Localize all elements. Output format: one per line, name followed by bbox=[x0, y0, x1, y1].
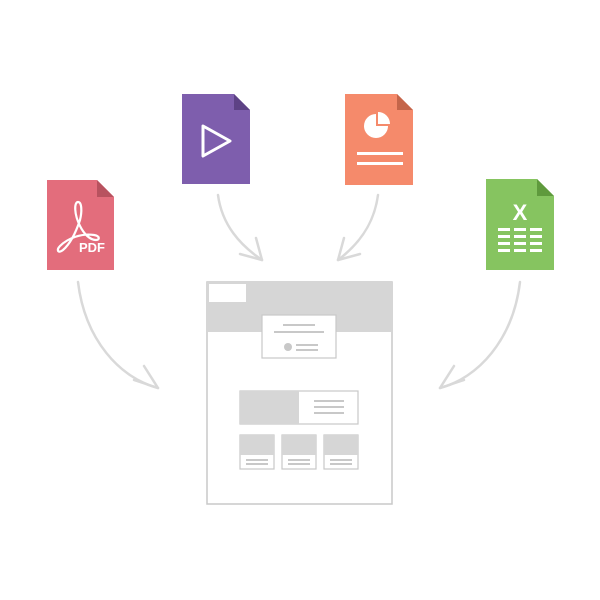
arrows bbox=[76, 193, 522, 390]
arrowhead-pdf bbox=[132, 364, 160, 390]
presentation-file bbox=[345, 94, 413, 185]
arrow-from-presentation bbox=[336, 193, 380, 262]
arrow-from-pdf bbox=[76, 280, 160, 390]
wireframe-hero-card bbox=[261, 314, 337, 359]
arrow-from-spreadsheet bbox=[438, 280, 522, 390]
spreadsheet-file: X bbox=[486, 179, 554, 270]
video-file-body bbox=[182, 94, 250, 184]
wireframe-card-3 bbox=[323, 434, 359, 470]
wireframe-card-2 bbox=[281, 434, 317, 470]
pie-chart-icon bbox=[364, 112, 390, 138]
presentation-line-2 bbox=[357, 162, 403, 165]
wireframe-logo-box bbox=[209, 284, 246, 302]
pdf-file-fold bbox=[97, 180, 114, 197]
website-wireframe bbox=[206, 281, 393, 505]
pdf-label: PDF bbox=[79, 240, 105, 255]
spreadsheet-file-fold bbox=[537, 179, 554, 196]
arrow-from-video bbox=[216, 193, 264, 262]
table-icon bbox=[498, 228, 542, 252]
video-file-fold bbox=[234, 94, 250, 110]
spreadsheet-file-body bbox=[486, 179, 554, 270]
pdf-file: PDF bbox=[47, 180, 114, 270]
wireframe-feature-block bbox=[239, 390, 359, 425]
presentation-line-1 bbox=[357, 152, 403, 155]
wireframe-card-1 bbox=[239, 434, 275, 470]
arrowhead-presentation bbox=[336, 236, 362, 262]
video-file bbox=[182, 94, 250, 184]
presentation-file-fold bbox=[397, 94, 413, 110]
acrobat-icon bbox=[56, 200, 100, 253]
spreadsheet-label: X bbox=[513, 200, 528, 225]
arrowhead-spreadsheet bbox=[438, 364, 466, 390]
play-icon bbox=[201, 124, 232, 158]
arrowhead-video bbox=[238, 236, 264, 262]
